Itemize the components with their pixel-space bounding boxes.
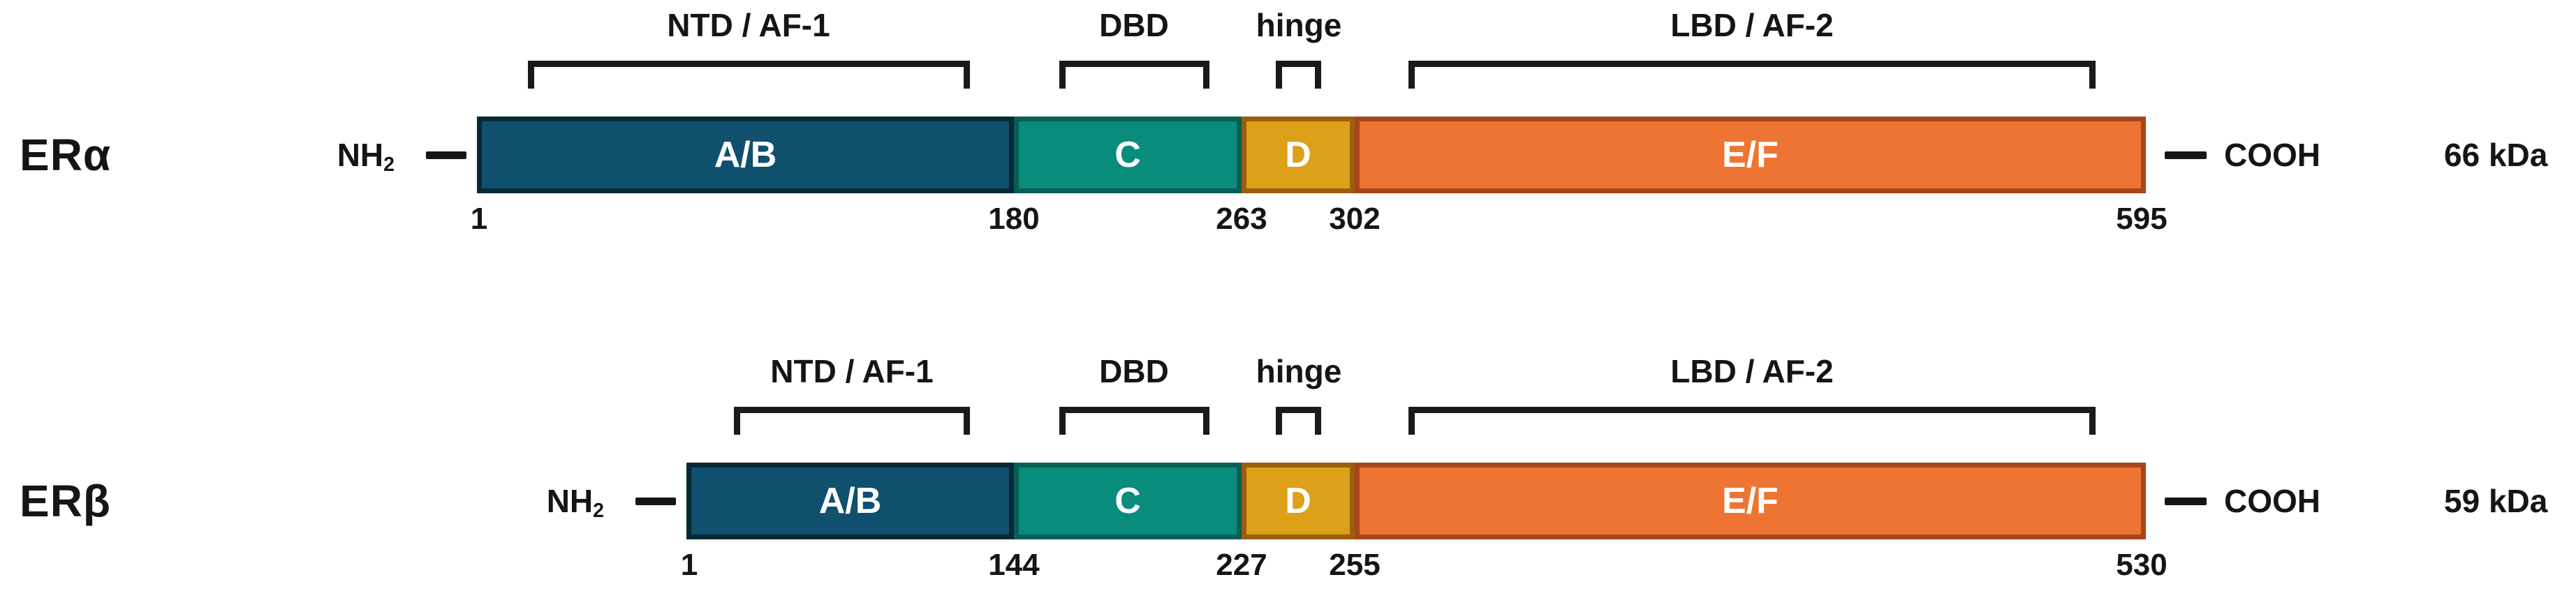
- erb-n-terminus-label: NH2: [492, 481, 604, 530]
- era-domain-d-label: D: [1285, 135, 1311, 175]
- era-domain-ef-label: E/F: [1722, 135, 1779, 175]
- era-c-terminus-connector: [2165, 151, 2207, 159]
- erb-domain-ef-label: E/F: [1722, 481, 1779, 521]
- era-tick-263: 263: [1216, 202, 1267, 236]
- erb-domain-c-label: C: [1114, 481, 1141, 521]
- erb-molecular-weight: 59 kDa: [2444, 483, 2548, 519]
- era-nh-subscript: 2: [383, 154, 395, 177]
- era-tick-180: 180: [988, 202, 1040, 236]
- erb-tick-144: 144: [988, 548, 1040, 582]
- era-tick-1: 1: [470, 202, 488, 236]
- era-bracket-label-ntd-af1: NTD / AF-1: [667, 7, 830, 43]
- era-domain-c-label: C: [1114, 135, 1141, 175]
- erb-c-terminus-label: COOH: [2224, 483, 2320, 519]
- era-bracket-lbd-af2: [1408, 61, 2096, 89]
- era-domain-ab: A/B: [477, 117, 1014, 193]
- erb-bracket-label-hinge: hinge: [1256, 353, 1342, 389]
- era-n-terminus-label: NH2: [283, 135, 395, 184]
- erb-bracket-label-lbd-af2: LBD / AF-2: [1670, 353, 1834, 389]
- erb-bracket-hinge: [1276, 407, 1321, 435]
- erb-domain-d: D: [1242, 463, 1355, 539]
- era-tick-595: 595: [2116, 202, 2167, 236]
- era-c-terminus-label: COOH: [2224, 137, 2320, 173]
- erb-domain-ab: A/B: [686, 463, 1014, 539]
- erb-domain-ab-label: A/B: [818, 481, 882, 521]
- erb-domain-d-label: D: [1285, 481, 1311, 521]
- era-domain-ef: E/F: [1355, 117, 2146, 193]
- era-domain-c: C: [1014, 117, 1242, 193]
- era-bracket-label-dbd: DBD: [1099, 7, 1169, 43]
- era-domain-ab-label: A/B: [714, 135, 777, 175]
- erb-tick-255: 255: [1329, 548, 1381, 582]
- era-bracket-hinge: [1276, 61, 1321, 89]
- era-nh-text: NH: [337, 137, 384, 173]
- era-bracket-label-hinge: hinge: [1256, 7, 1342, 43]
- era-tick-302: 302: [1329, 202, 1381, 236]
- erb-title: ERβ: [20, 476, 111, 526]
- erb-c-terminus-connector: [2165, 498, 2207, 505]
- era-bracket-ntd-af1: [528, 61, 970, 89]
- erb-domain-c: C: [1014, 463, 1242, 539]
- erb-nh-subscript: 2: [593, 500, 604, 523]
- era-n-terminus-connector: [426, 151, 466, 159]
- erb-tick-530: 530: [2116, 548, 2167, 582]
- erb-bracket-label-ntd-af1: NTD / AF-1: [770, 353, 934, 389]
- era-title: ERα: [20, 130, 112, 180]
- erb-bracket-ntd-af1: [734, 407, 970, 435]
- erb-tick-227: 227: [1216, 548, 1267, 582]
- erb-n-terminus-connector: [635, 498, 676, 505]
- erb-tick-1: 1: [680, 548, 698, 582]
- erb-domain-ef: E/F: [1355, 463, 2146, 539]
- erb-nh-text: NH: [546, 483, 594, 519]
- era-domain-d: D: [1242, 117, 1355, 193]
- era-molecular-weight: 66 kDa: [2444, 137, 2548, 173]
- erb-bracket-label-dbd: DBD: [1099, 353, 1169, 389]
- erb-bracket-dbd: [1059, 407, 1209, 435]
- erb-bracket-lbd-af2: [1408, 407, 2096, 435]
- era-bracket-label-lbd-af2: LBD / AF-2: [1670, 7, 1834, 43]
- era-bracket-dbd: [1059, 61, 1209, 89]
